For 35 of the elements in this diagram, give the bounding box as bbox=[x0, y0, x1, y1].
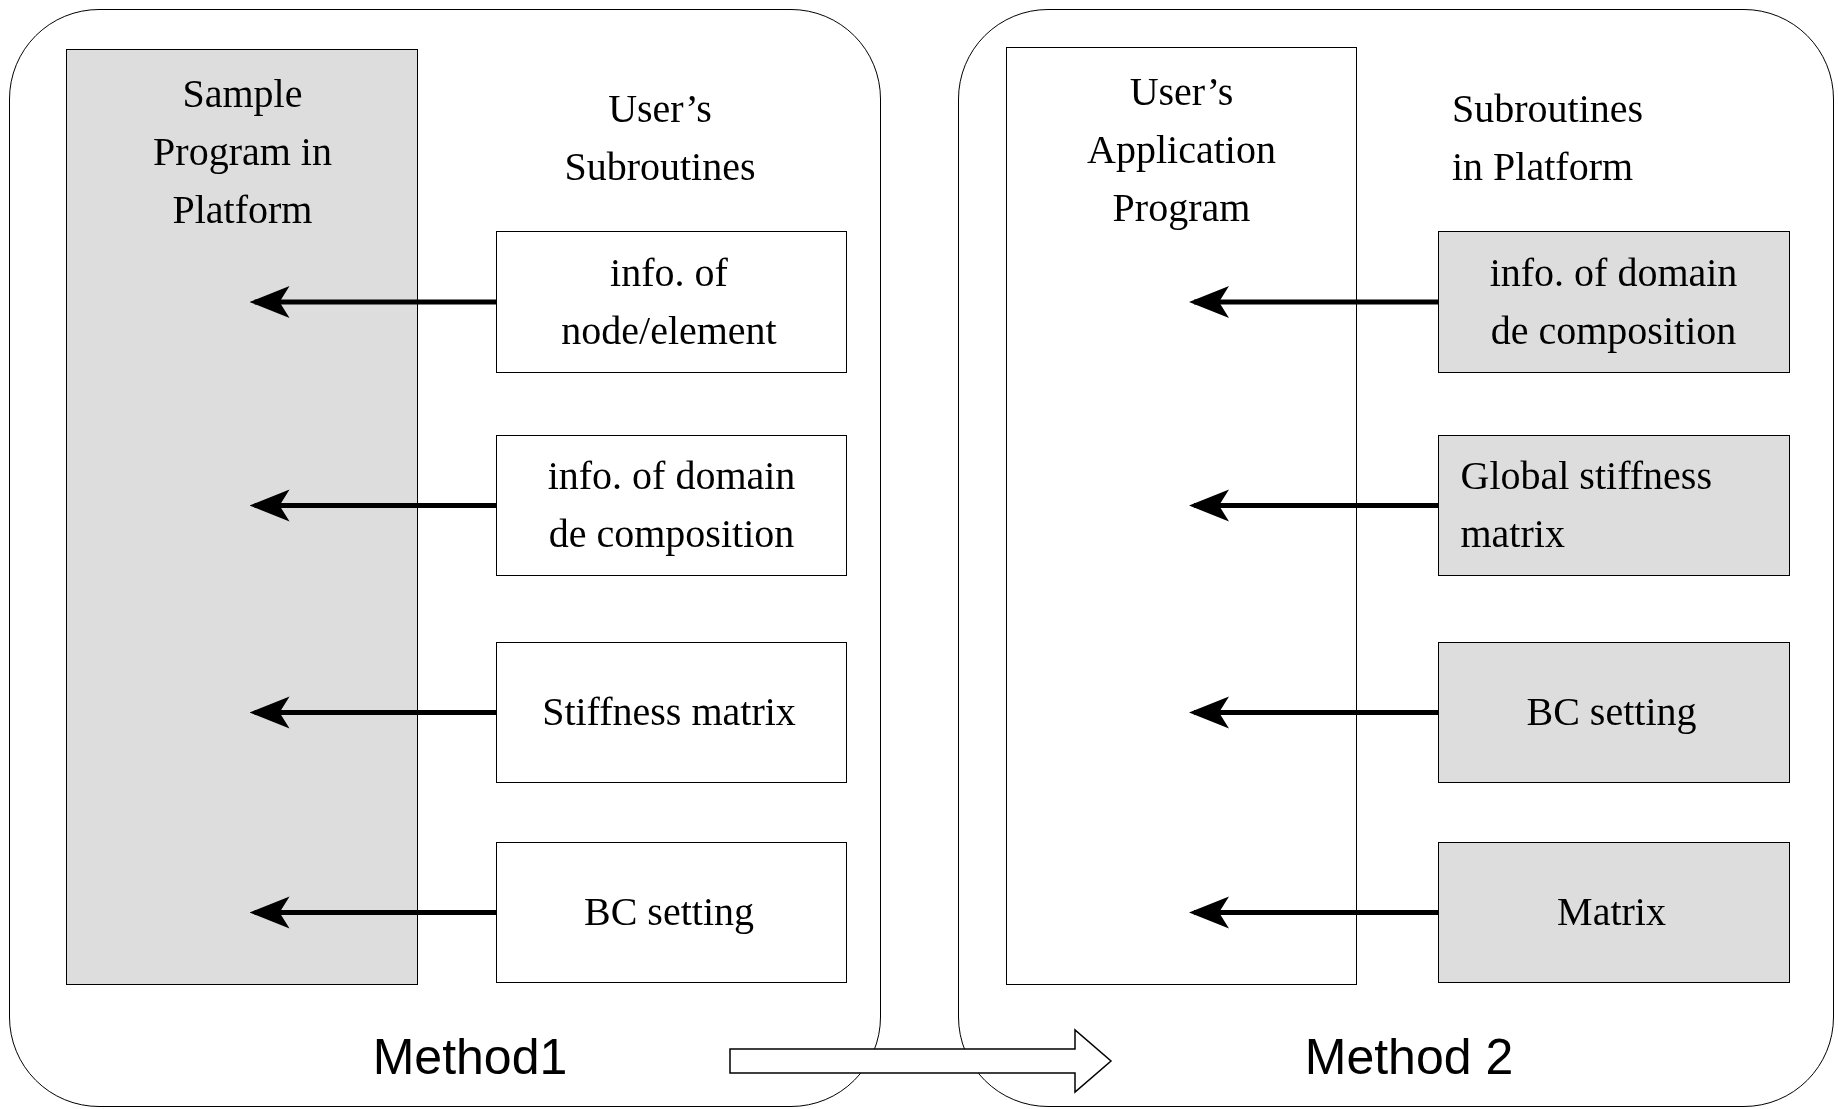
rounded-panel bbox=[958, 9, 1834, 1107]
method-title: Method1 bbox=[371, 1028, 569, 1087]
arrow bbox=[249, 286, 496, 318]
block-arrow bbox=[729, 1028, 1113, 1094]
arrow bbox=[249, 896, 496, 929]
arrow bbox=[1189, 489, 1438, 522]
shaded-box bbox=[1437, 641, 1790, 783]
box-text: Global stiffness matrix bbox=[1460, 452, 1713, 558]
box-text: BC setting bbox=[1525, 688, 1698, 736]
box-text: Matrix bbox=[1556, 888, 1667, 936]
shaded-box bbox=[1437, 230, 1790, 373]
shaded-box bbox=[1437, 841, 1790, 983]
box-text: info. of node/element bbox=[560, 248, 778, 355]
method-title: Method 2 bbox=[1303, 1028, 1515, 1087]
process-box bbox=[1005, 46, 1357, 985]
process-box bbox=[495, 230, 847, 373]
shaded-box bbox=[1437, 434, 1790, 576]
process-box bbox=[495, 841, 847, 983]
box-text: User’s Application Program bbox=[1086, 67, 1277, 232]
box-text: info. of domain de composition bbox=[546, 452, 797, 558]
arrow bbox=[249, 489, 496, 522]
arrow bbox=[249, 696, 496, 729]
box-text: BC setting bbox=[583, 888, 755, 936]
column-heading: Subroutines in Platform bbox=[1452, 85, 1645, 191]
process-box bbox=[495, 434, 847, 576]
box-text: Sample Program in Platform bbox=[152, 69, 333, 234]
box-text: Stiffness matrix bbox=[541, 688, 797, 736]
arrow bbox=[1189, 896, 1438, 929]
rounded-panel bbox=[9, 9, 881, 1107]
column-heading: User’s Subroutines bbox=[563, 85, 757, 191]
arrow bbox=[1189, 696, 1438, 729]
box-text: info. of domain de composition bbox=[1488, 248, 1739, 355]
process-box bbox=[495, 641, 847, 783]
shaded-box bbox=[65, 48, 418, 985]
arrow bbox=[1189, 286, 1438, 318]
